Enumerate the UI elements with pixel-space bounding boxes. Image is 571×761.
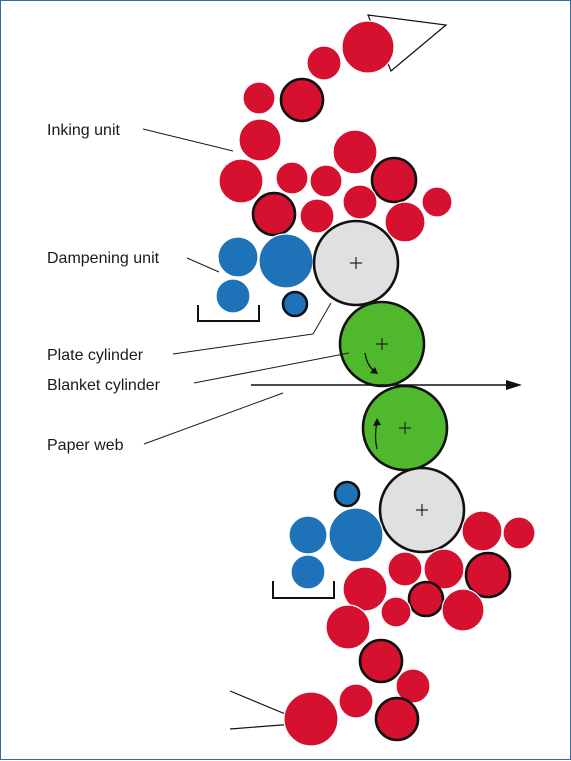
ink-roller (342, 184, 378, 220)
ink-roller (332, 129, 378, 175)
ink-roller (306, 45, 342, 81)
leader-line (186, 257, 220, 273)
dampening-roller (281, 290, 309, 318)
arrow-head-icon (373, 418, 381, 426)
ink-roller (441, 588, 485, 632)
upper-inking-unit (218, 14, 453, 243)
dampening-roller (328, 507, 384, 563)
lower-inking-unit (229, 510, 536, 747)
label-plate-cylinder: Plate cylinder (47, 347, 144, 364)
upper-blanket-cylinder (338, 300, 426, 388)
label-paper-web: Paper web (47, 437, 124, 454)
ink-roller (387, 551, 423, 587)
dampening-roller (215, 278, 251, 314)
leader-line (172, 333, 314, 355)
ink-roller (358, 638, 404, 684)
lower-plate-cylinder (378, 466, 466, 554)
ink-roller (283, 691, 339, 747)
label-inking-unit: Inking unit (47, 122, 120, 139)
dampening-roller (290, 554, 326, 590)
ink-roller (421, 186, 453, 218)
labels: Inking unit Dampening unit Plate cylinde… (47, 122, 350, 454)
ink-roller (242, 81, 276, 115)
ink-roller (370, 156, 418, 204)
ink-roller (218, 158, 264, 204)
paper-web (251, 380, 522, 390)
ink-roller (423, 548, 465, 590)
ink-roller (342, 566, 388, 612)
leader-line (143, 392, 284, 445)
upper-dampening-unit (197, 233, 314, 322)
lower-dampening-unit (272, 480, 384, 599)
leader-line (142, 128, 234, 152)
label-dampening-unit: Dampening unit (47, 250, 160, 267)
ink-roller (309, 164, 343, 198)
ink-roller (384, 201, 426, 243)
ink-roller (279, 77, 325, 123)
lower-blanket-cylinder (361, 384, 449, 472)
ink-roller (374, 696, 420, 742)
ink-roller (325, 604, 371, 650)
ink-roller (461, 510, 503, 552)
dampening-roller (217, 236, 259, 278)
dampening-roller (333, 480, 361, 508)
ink-roller (251, 191, 297, 237)
arrow-right-icon (506, 380, 522, 390)
dampening-roller (288, 515, 328, 555)
upper-plate-cylinder (312, 219, 400, 307)
ink-roller (502, 516, 536, 550)
arrow-head-icon (370, 367, 378, 374)
ink-roller (238, 118, 282, 162)
ink-roller (395, 668, 431, 704)
dampening-roller (258, 233, 314, 289)
ink-roller (341, 20, 395, 74)
water-pan-upper (197, 305, 260, 322)
label-blanket-cylinder: Blanket cylinder (47, 377, 161, 394)
ink-roller (464, 551, 512, 599)
ink-roller (380, 596, 412, 628)
ink-roller (275, 161, 309, 195)
water-pan-lower (272, 581, 335, 599)
ink-roller (299, 198, 335, 234)
ink-roller (338, 683, 374, 719)
leader-line (312, 302, 332, 335)
ink-roller (407, 580, 445, 618)
leader-line (193, 352, 350, 384)
